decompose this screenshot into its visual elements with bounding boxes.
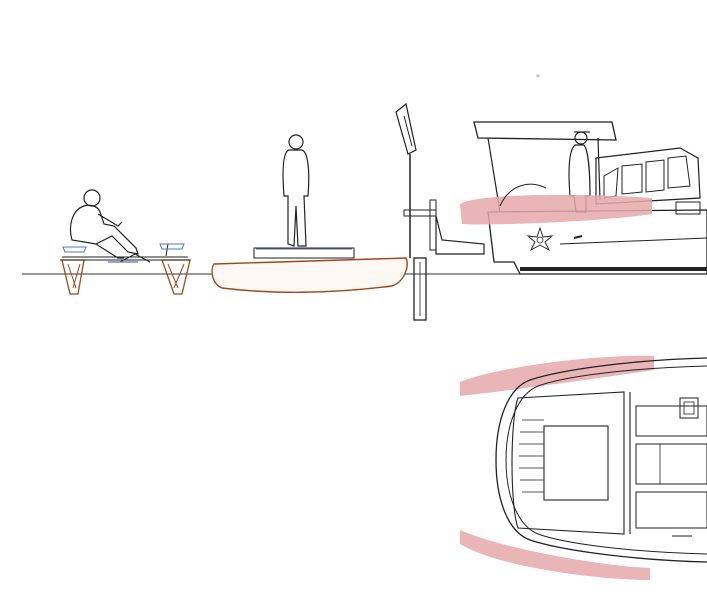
platform-deck	[253, 247, 355, 259]
svg-text:*: *	[536, 73, 540, 82]
transom-steps	[519, 419, 544, 493]
cabin-plan	[629, 392, 707, 537]
standup-platform	[211, 134, 408, 293]
crane-arm	[395, 102, 417, 155]
plan-hull-outline	[495, 357, 707, 563]
hull-side	[487, 209, 707, 275]
hardtop	[473, 121, 617, 141]
left-pontoon	[61, 259, 85, 295]
mother-boat-side	[460, 121, 707, 275]
deck-hatch-icon	[679, 397, 699, 419]
drop-leg	[413, 257, 427, 321]
hull-logo-icon	[526, 226, 554, 252]
standing-figure	[282, 134, 310, 247]
cockpit-outline	[511, 391, 625, 535]
engine-hatch	[543, 425, 609, 501]
right-pontoon	[161, 259, 191, 295]
seated-figure	[69, 189, 139, 259]
davit-crane	[395, 102, 485, 321]
rowing-catamaran	[60, 189, 191, 295]
platform-hull	[211, 257, 408, 293]
mother-boat-plan	[460, 355, 707, 580]
frame-and-seat	[60, 243, 190, 263]
side-sponson-elevation	[460, 194, 652, 225]
decorative-marks: *	[536, 73, 540, 82]
plan-sponson-upper	[460, 355, 654, 396]
plan-sponson-lower	[460, 530, 650, 580]
